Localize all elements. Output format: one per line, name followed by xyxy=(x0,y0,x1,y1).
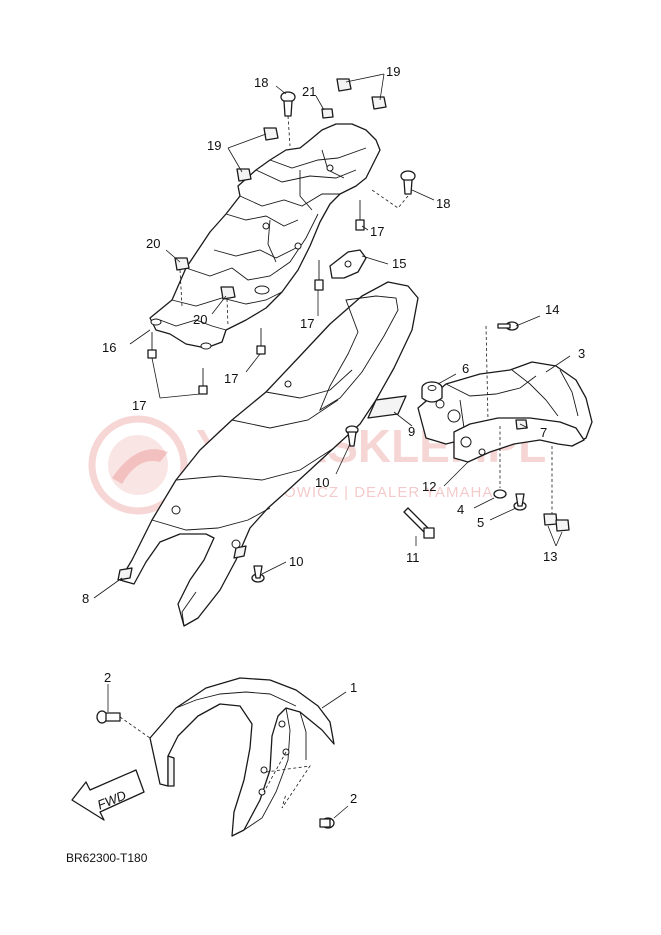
watermark-logo-inner xyxy=(108,435,168,495)
callout-7: 7 xyxy=(540,425,547,440)
callout-14: 14 xyxy=(545,302,559,317)
callout-13: 13 xyxy=(543,549,557,564)
callout-17b: 17 xyxy=(300,316,314,331)
rear-fender-frame xyxy=(149,123,381,350)
callout-labels: 19 18 21 19 18 17 15 20 20 17 16 17 17 1… xyxy=(82,64,585,806)
rivet-18-left xyxy=(280,91,296,117)
screw-10-group xyxy=(251,425,359,583)
callout-3: 3 xyxy=(578,346,585,361)
callout-17d: 17 xyxy=(132,398,146,413)
label-9 xyxy=(367,395,407,419)
callout-21: 21 xyxy=(302,84,316,99)
damper-6 xyxy=(421,381,443,403)
screw-14 xyxy=(497,321,519,331)
callout-1: 1 xyxy=(350,680,357,695)
callout-17c: 17 xyxy=(224,371,238,386)
callout-16: 16 xyxy=(102,340,116,355)
watermark-logo-swoosh xyxy=(112,449,168,484)
callout-8: 8 xyxy=(82,591,89,606)
cable-tie-11 xyxy=(403,507,435,539)
callout-15: 15 xyxy=(392,256,406,271)
callout-10b: 10 xyxy=(289,554,303,569)
callout-11: 11 xyxy=(406,550,420,565)
callout-20b: 20 xyxy=(193,312,207,327)
fwd-arrow: FWD xyxy=(71,769,145,821)
bolt-5 xyxy=(513,493,527,511)
front-fender-1 xyxy=(149,677,335,837)
diagram-code: BR62300-T180 xyxy=(66,851,148,865)
watermark-logo-outer xyxy=(88,415,188,515)
bolt-17-group xyxy=(147,200,365,395)
callout-19a: 19 xyxy=(386,64,400,79)
nut-21 xyxy=(321,108,334,119)
assembly-dash-lines xyxy=(119,115,553,809)
cover-7 xyxy=(453,417,585,463)
rivet-18-right xyxy=(400,170,416,195)
callout-4: 4 xyxy=(457,502,464,517)
callout-5: 5 xyxy=(477,515,484,530)
callout-17a: 17 xyxy=(370,224,384,239)
callout-12: 12 xyxy=(422,479,436,494)
callout-18a: 18 xyxy=(254,75,268,90)
nut-13-group xyxy=(543,513,570,532)
callout-6: 6 xyxy=(462,361,469,376)
rear-fender-8 xyxy=(117,281,419,627)
callout-20a: 20 xyxy=(146,236,160,251)
leader-lines xyxy=(93,73,571,819)
washer-4 xyxy=(493,489,507,499)
callout-2a: 2 xyxy=(104,670,111,685)
screw-2-group xyxy=(96,710,335,829)
callout-2b: 2 xyxy=(350,791,357,806)
callout-10a: 10 xyxy=(315,475,329,490)
callout-19b: 19 xyxy=(207,138,221,153)
callout-18b: 18 xyxy=(436,196,450,211)
callout-9: 9 xyxy=(408,424,415,439)
